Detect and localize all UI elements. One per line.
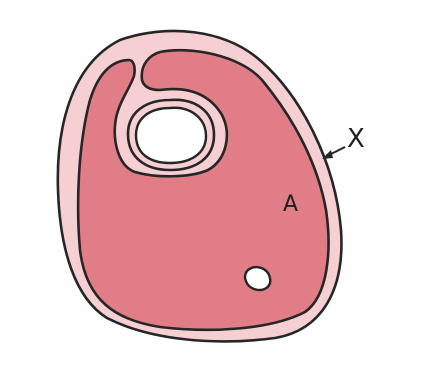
small-spot (245, 267, 270, 290)
pointer-arrow (322, 147, 345, 159)
label-a: A (283, 192, 298, 217)
label-x: X (347, 124, 365, 154)
central-hole (136, 108, 206, 163)
inner-region (78, 50, 328, 330)
